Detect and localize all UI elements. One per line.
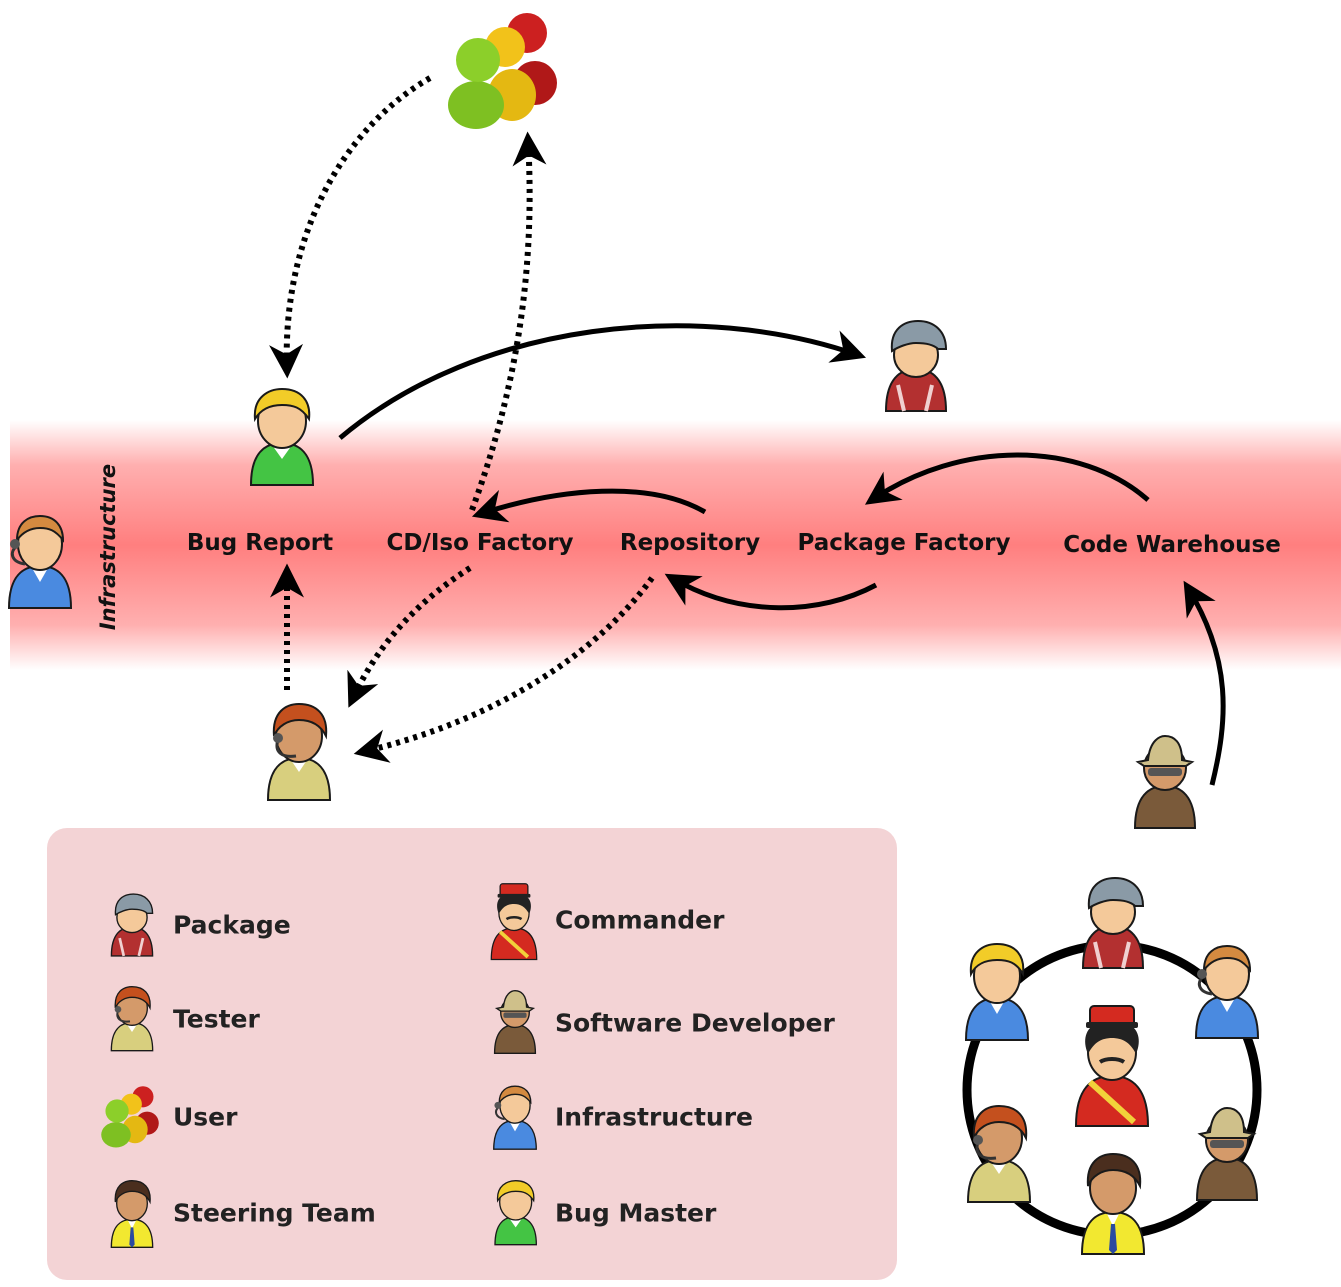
legend-label: User [173, 1102, 238, 1132]
legend-label: Infrastructure [555, 1102, 753, 1132]
legend-item-package: Package [107, 890, 427, 960]
legend-label: Commander [555, 905, 725, 935]
arrow-warehouse-to-package-factory [864, 452, 1150, 505]
stage-cd-iso-factory: CD/Iso Factory [386, 530, 574, 556]
tester-person-icon [266, 702, 332, 801]
arrow-cdiso-to-user [469, 131, 547, 512]
infrastructure-person-icon [493, 1085, 537, 1150]
arrow-user-to-bugreport [269, 75, 432, 379]
circle-infrastructure-person-icon [1194, 944, 1260, 1039]
stage-repository: Repository [619, 530, 761, 556]
arrow-developer-to-warehouse [1183, 580, 1226, 786]
legend-label: Software Developer [555, 1008, 835, 1038]
stage-bug-report: Bug Report [186, 530, 334, 556]
stage-code-warehouse: Code Warehouse [1063, 532, 1281, 558]
circle-package-person-icon [1081, 876, 1145, 969]
circle-tester-person-icon [966, 1104, 1032, 1203]
circle-commander-person-icon [1074, 1005, 1150, 1127]
software-developer-person-icon [493, 990, 537, 1054]
steering-team-person-icon [110, 1179, 154, 1248]
arrow-repository-to-cdiso [471, 488, 707, 523]
commander-person-icon [490, 883, 538, 961]
legend-item-tester: Tester [107, 984, 427, 1054]
circle-steering-team-person-icon [1080, 1152, 1146, 1255]
arrow-repository-to-tester [353, 576, 655, 763]
legend-item-user: User [97, 1082, 417, 1152]
legend-item-bug-master: Bug Master [491, 1178, 831, 1248]
arrow-bugreport-to-package [338, 323, 867, 440]
legend-item-infrastructure: Infrastructure [491, 1082, 871, 1152]
legend-label: Bug Master [555, 1198, 717, 1228]
circle-blue-person-icon [964, 942, 1030, 1041]
legend-label: Steering Team [173, 1198, 376, 1228]
arrow-package-factory-to-repository [664, 573, 878, 611]
stage-package-factory: Package Factory [797, 530, 1011, 556]
legend-label: Tester [173, 1004, 260, 1034]
bug-master-person-icon [494, 1179, 538, 1246]
infrastructure-person-icon [7, 514, 73, 609]
legend-item-software-developer: Software Developer [491, 988, 891, 1058]
tester-person-icon [110, 985, 154, 1052]
package-person-icon [884, 319, 948, 412]
package-person-icon [110, 893, 154, 957]
legend-label: Package [173, 910, 291, 940]
arrow-cdiso-to-tester [347, 565, 472, 708]
circle-software-developer-person-icon [1195, 1106, 1259, 1201]
bug-master-person-icon [249, 387, 315, 486]
users-group-icon [101, 1086, 159, 1148]
users-group-icon [448, 13, 557, 129]
infrastructure-band [10, 420, 1341, 670]
software-developer-person-icon [1133, 734, 1197, 829]
legend-item-commander: Commander [487, 880, 867, 961]
legend-panel: Package Commander Tes [47, 828, 897, 1280]
legend-item-steering-team: Steering Team [107, 1178, 447, 1248]
